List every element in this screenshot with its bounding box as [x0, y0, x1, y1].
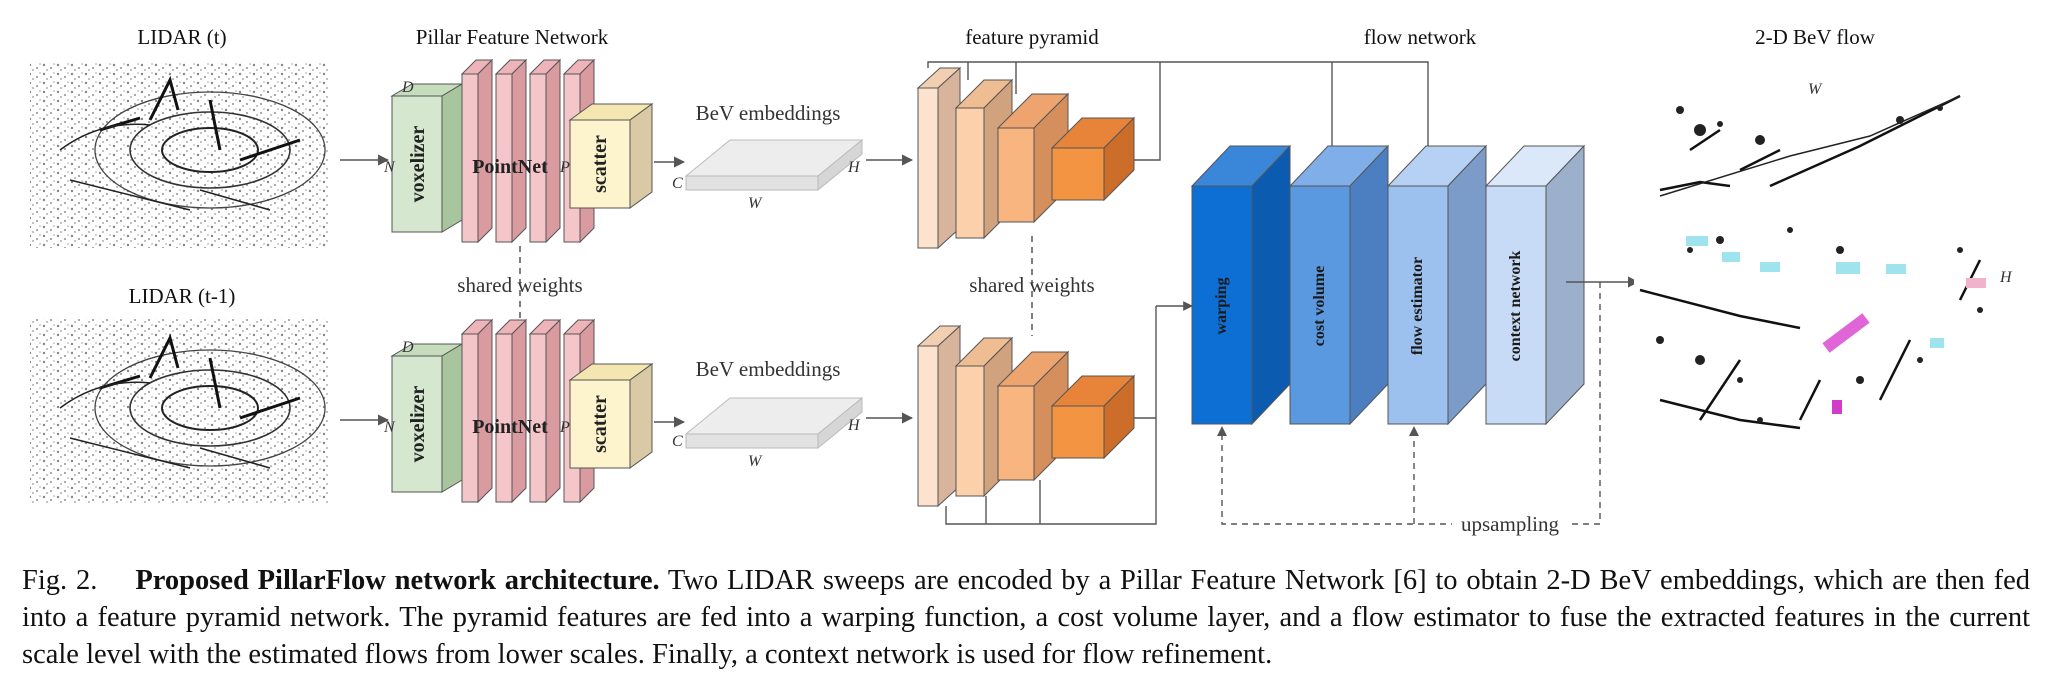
feature-pyramid-top	[916, 66, 1136, 250]
title-lidar-t-minus-1: LIDAR (t-1)	[129, 284, 236, 308]
axis-n-bottom: N	[383, 419, 396, 436]
bev-embedding-top: BeV embeddings C H W	[672, 101, 864, 212]
axis-w-output: W	[1808, 81, 1823, 98]
title-lidar-t: LIDAR (t)	[137, 25, 226, 49]
scatter-box-top	[569, 119, 631, 209]
flow-estimator-label: flow estimator	[1409, 257, 1426, 355]
pointnet-label: PointNet	[472, 416, 548, 438]
title-bev-flow: 2-D BeV flow	[1755, 25, 1876, 49]
axis-w-top: W	[748, 195, 763, 212]
axis-c-top: C	[672, 175, 683, 192]
pillar-feature-network-bottom: voxelizer PointNet scatter D N P	[383, 318, 654, 504]
lidar-image-t-minus-1	[30, 318, 330, 504]
shared-weights-label-pillar: shared weights	[457, 273, 582, 297]
voxelizer-label: voxelizer	[407, 126, 429, 203]
flow-estimator-module	[1387, 185, 1449, 425]
caption-body: Two LIDAR sweeps are encoded by a Pillar…	[22, 565, 2030, 670]
scatter-label: scatter	[589, 395, 611, 453]
axis-w-bottom: W	[748, 453, 763, 470]
axis-h-output: H	[1999, 269, 2013, 286]
cost-volume-label: cost volume	[1311, 266, 1328, 346]
pillar-feature-network-top: voxelizer PointNet scatter D N P	[383, 58, 654, 244]
warping-module	[1191, 185, 1253, 425]
voxelizer-box-bottom	[391, 355, 443, 493]
pointnet-label: PointNet	[472, 156, 548, 178]
architecture-diagram: LIDAR (t) Pillar Feature Network feature…	[30, 25, 2013, 536]
context-network-label: context network	[1507, 251, 1524, 362]
flow-network: warping cost volume flow estimator conte…	[1190, 144, 1586, 426]
cost-volume-module	[1289, 185, 1351, 425]
axis-c-bottom: C	[672, 433, 683, 450]
feature-pyramid-bottom	[916, 324, 1136, 508]
voxelizer-box-top	[391, 95, 443, 233]
axis-p-top: P	[559, 159, 570, 176]
axis-d-bottom: D	[401, 339, 414, 356]
title-flow-network: flow network	[1364, 25, 1477, 49]
axis-n-top: N	[383, 159, 396, 176]
axis-p-bottom: P	[559, 419, 570, 436]
lidar-image-t	[30, 62, 330, 248]
scatter-box-bottom	[569, 379, 631, 469]
axis-h-bottom: H	[847, 417, 861, 434]
figure-number: Fig. 2.	[22, 565, 98, 596]
bev-embeddings-label: BeV embeddings	[696, 357, 841, 381]
bev-flow-output-image: W H	[1634, 64, 2013, 464]
scatter-label: scatter	[589, 135, 611, 193]
context-network-module	[1485, 185, 1547, 425]
title-pillar-feature-network: Pillar Feature Network	[416, 25, 609, 49]
caption-title: Proposed PillarFlow network architecture…	[135, 565, 660, 596]
bev-embeddings-label: BeV embeddings	[696, 101, 841, 125]
axis-d-top: D	[401, 79, 414, 96]
title-feature-pyramid: feature pyramid	[965, 25, 1099, 49]
upsampling-label: upsampling	[1461, 512, 1559, 536]
bev-embedding-bottom: BeV embeddings C H W	[672, 357, 864, 470]
figure-caption: Fig. 2. Proposed PillarFlow network archi…	[22, 562, 2030, 673]
voxelizer-label: voxelizer	[407, 386, 429, 463]
warping-label: warping	[1213, 278, 1230, 335]
axis-h-top: H	[847, 159, 861, 176]
shared-weights-label-pyramid: shared weights	[969, 273, 1094, 297]
